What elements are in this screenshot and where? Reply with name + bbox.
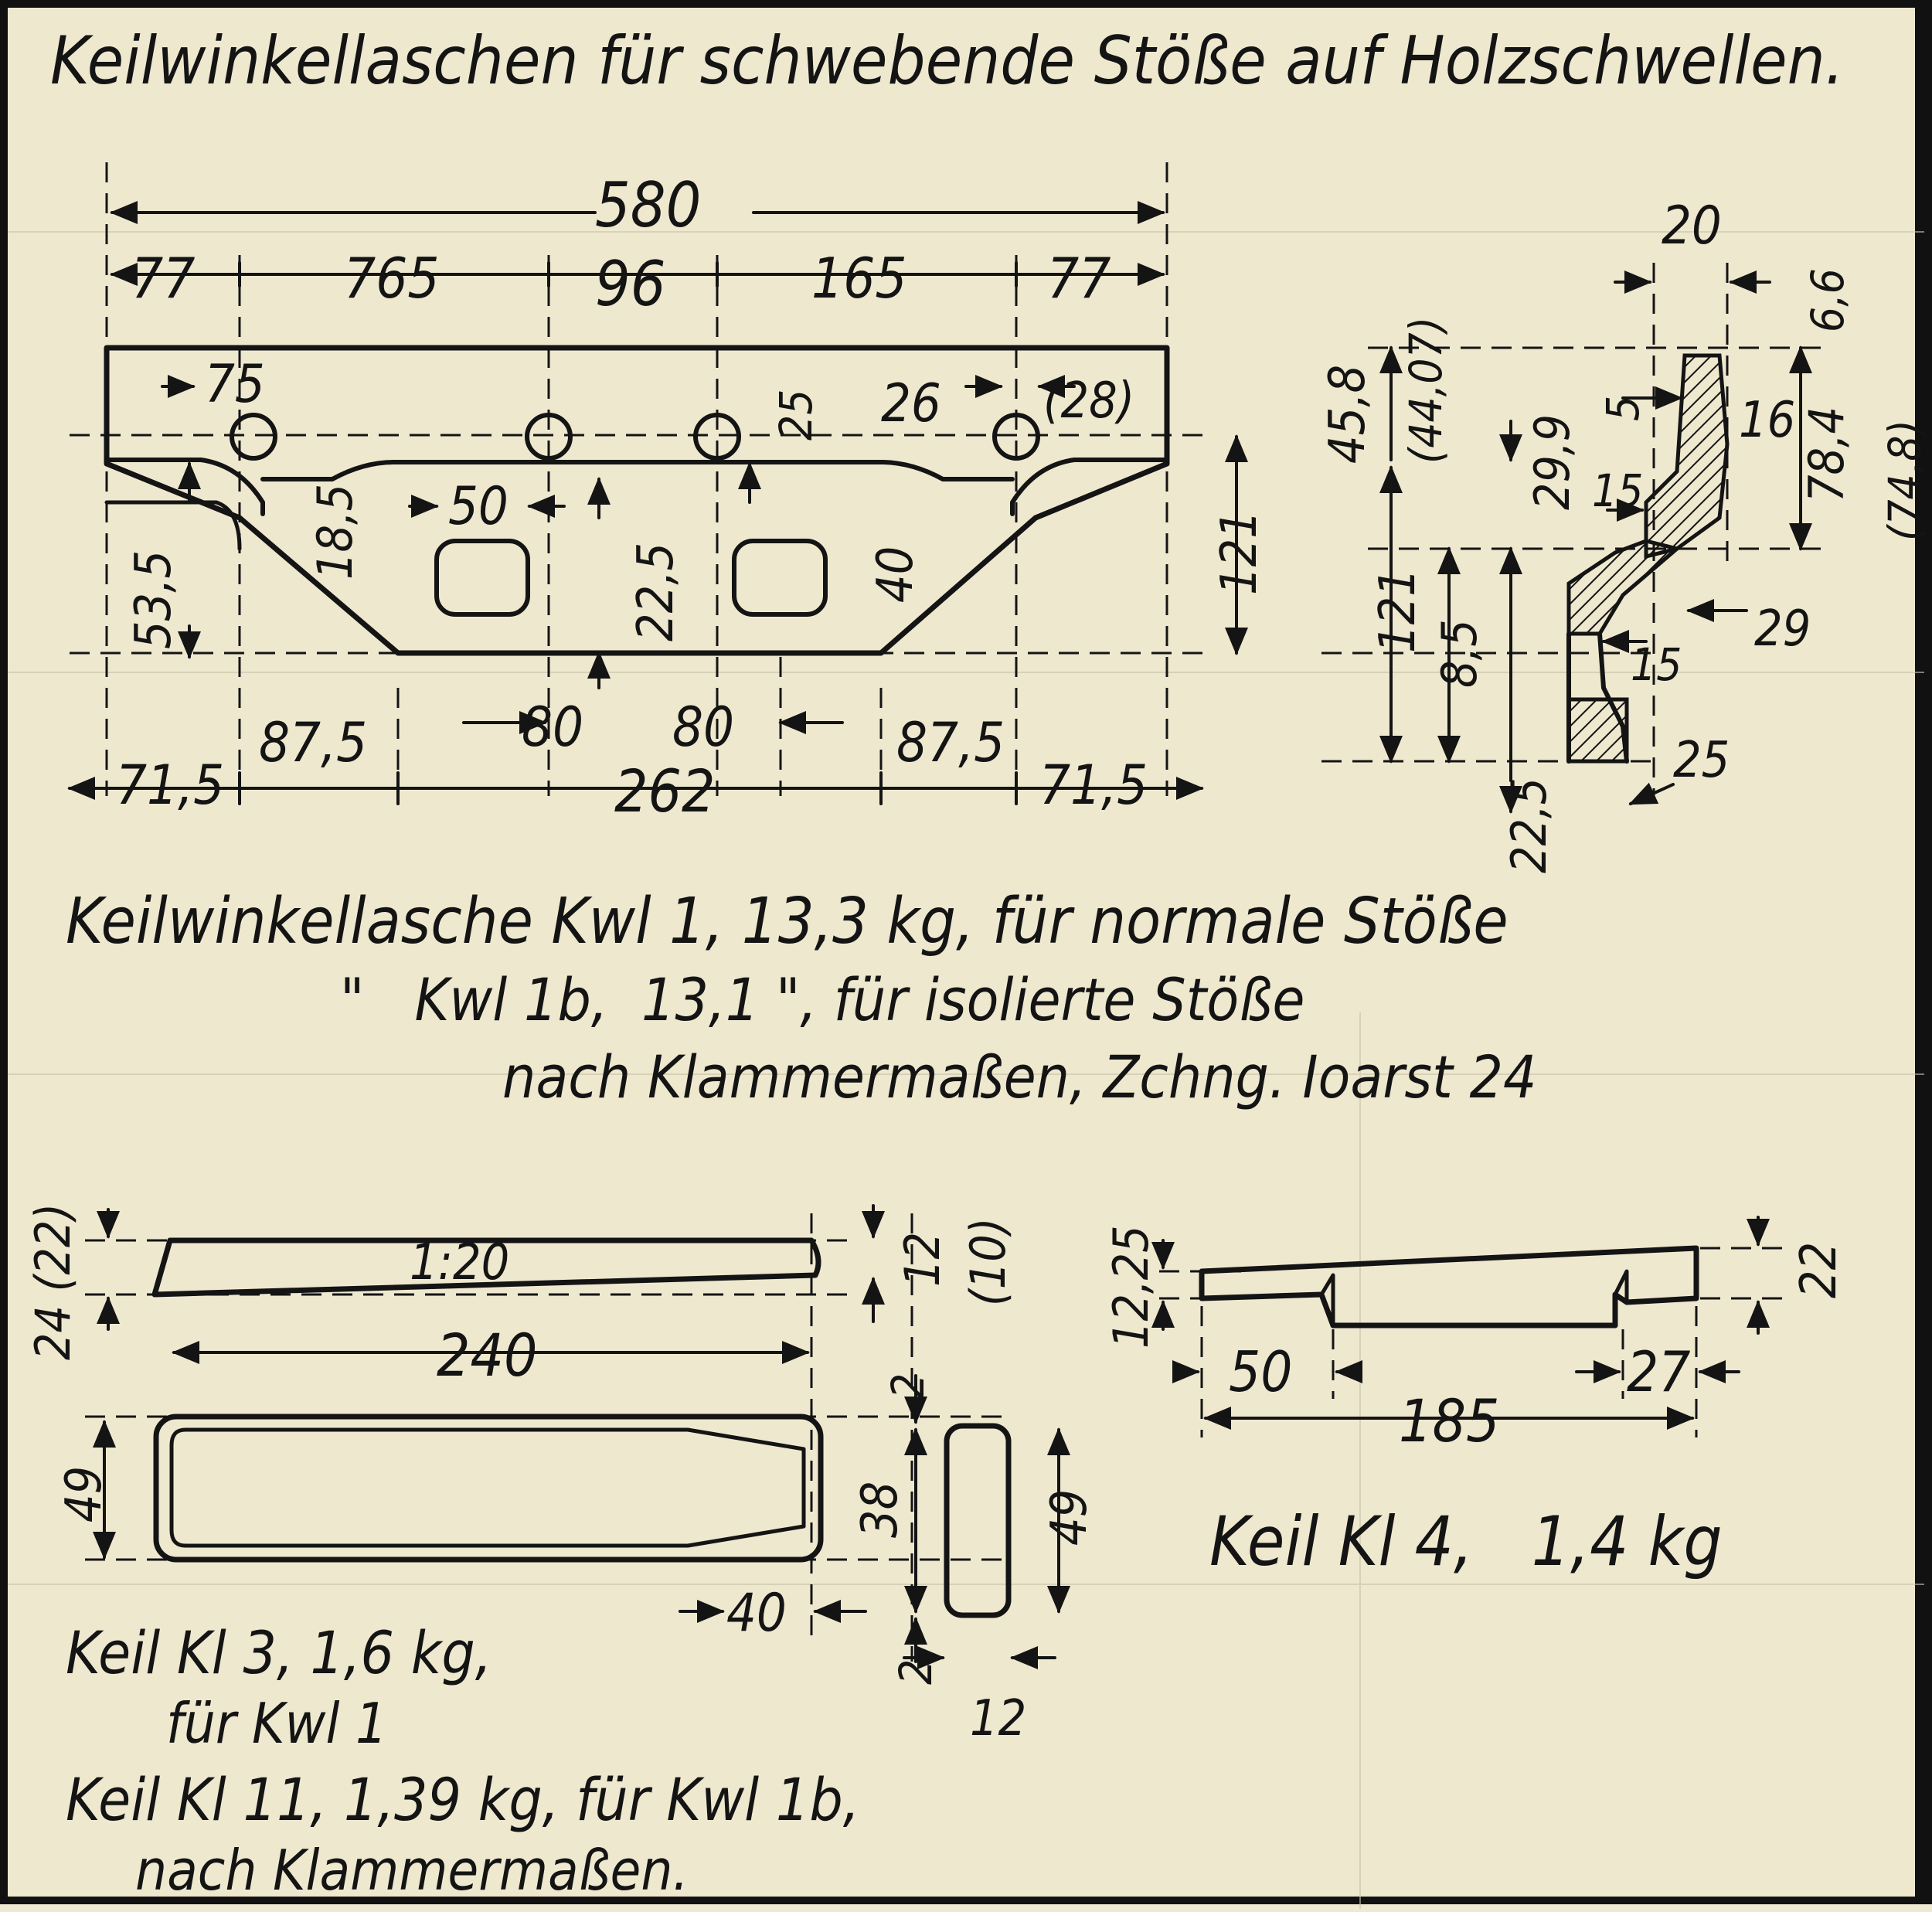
sec-dim-8-5: 8,5 [1431, 619, 1488, 688]
kwl-flange-line [104, 458, 1169, 516]
dim-hole-28: (28) [1043, 373, 1134, 430]
kl3-caption-line-2: für Kwl 1 [166, 1691, 387, 1756]
sec-dim-78-4: 78,4 [1798, 407, 1855, 502]
kl3-caption-line-1: Keil Kl 3, 1,6 kg, [66, 1618, 492, 1687]
dim-top-77-left: 77 [131, 246, 195, 311]
kl4-length: 185 [1399, 1386, 1499, 1455]
kl3-slope: 1:20 [410, 1234, 509, 1291]
dim-bottom-71-5-left: 71,5 [116, 754, 224, 817]
dim-bottom-80-left: 80 [522, 696, 583, 759]
kwl-elevation [67, 162, 1248, 805]
dim-height-121: 121 [1211, 510, 1268, 595]
sec-dim-29: 29 [1754, 600, 1811, 658]
sec-dim-121: 121 [1369, 568, 1427, 653]
kl3-caption-line-3: Keil Kl 11, 1,39 kg, für Kwl 1b, [66, 1765, 859, 1834]
kl3-caption-line-4: nach Klammermaßen. [135, 1838, 689, 1903]
dim-top-96: 96 [595, 248, 666, 320]
kl4-left-height: 12,25 [1103, 1225, 1159, 1349]
kl3-width: 49 [56, 1466, 113, 1522]
dim-top-77-right: 77 [1047, 246, 1111, 311]
section-web-hatch [1566, 539, 1682, 636]
kl3-caption: Keil Kl 3, 1,6 kg, für Kwl 1 Keil Kl 11,… [66, 1618, 859, 1903]
kwl-caption-line-1: Keilwinkellasche Kwl 1, 13,3 kg, für nor… [66, 885, 1509, 958]
dim-hole-26: 26 [881, 373, 941, 434]
dim-slot-50: 50 [448, 476, 509, 537]
dim-18-5: 18,5 [307, 484, 363, 580]
kl3-end-width: 12 [970, 1690, 1026, 1747]
kwl-caption-line-3: nach Klammermaßen, Zchng. Ioarst 24 [502, 1043, 1536, 1111]
sec-dim-74-8: (74,8) [1879, 420, 1931, 541]
bolt-hole-1 [230, 413, 277, 461]
kl4-right: 27 [1627, 1339, 1690, 1404]
kl3-dimension-labels: 1:20 240 24 (22) 12 (10) 49 40 2 38 49 2… [25, 1203, 1098, 1747]
kl4-wedge [1151, 1216, 1785, 1437]
dim-bottom-87-5-left: 87,5 [259, 711, 367, 774]
dim-580: 580 [595, 169, 701, 241]
kl3-gap-top: 2 [882, 1373, 934, 1399]
kl3-length: 240 [437, 1321, 537, 1390]
sec-dim-15-lower: 15 [1631, 638, 1682, 691]
kl3-height-left: 24 (22) [25, 1203, 81, 1360]
dim-bottom-262: 262 [614, 757, 715, 825]
sec-dim-25: 25 [1673, 732, 1730, 789]
sec-dim-45-8: 45,8 [1319, 365, 1376, 464]
kl3-height-right-alt: (10) [960, 1218, 1016, 1307]
kl3-end-view [944, 1423, 1012, 1618]
kl3-wedge [85, 1204, 1070, 1669]
dim-bottom-71-5-right: 71,5 [1039, 754, 1148, 817]
kl4-right-height: 22 [1791, 1242, 1848, 1298]
sec-dim-44-07: (44,07) [1400, 317, 1452, 464]
sec-dim-16: 16 [1739, 392, 1795, 449]
kwl-cross-section [1321, 263, 1832, 814]
slot-right [732, 539, 828, 617]
kl4-dimension-labels: 12,25 22 50 27 185 [1103, 1225, 1848, 1455]
dim-53-5: 53,5 [125, 550, 182, 649]
kl4-caption: Keil Kl 4, 1,4 kg [1209, 1502, 1723, 1581]
kl3-tip: 40 [726, 1583, 787, 1644]
slot-left [434, 539, 530, 617]
kwl-dimension-labels: 580 77 765 96 165 77 75 26 (28) 25 18,5 … [116, 169, 1268, 825]
kwl-caption-line-2: " Kwl 1b, 13,1 ", für isolierte Stöße [340, 965, 1304, 1034]
sec-dim-20: 20 [1662, 196, 1722, 257]
kl4-left: 50 [1229, 1339, 1292, 1404]
kl3-height-right: 12 [894, 1232, 951, 1287]
kwl-caption: Keilwinkellasche Kwl 1, 13,3 kg, für nor… [66, 885, 1536, 1111]
sec-dim-15-upper: 15 [1592, 464, 1643, 517]
dim-bottom-80-right: 80 [672, 696, 734, 759]
kl3-plan-outer [153, 1414, 824, 1563]
kl4-side-view [1199, 1245, 1699, 1329]
dim-hole-dia: 25 [770, 390, 822, 441]
sec-dim-5: 5 [1597, 396, 1649, 421]
sec-dim-6-6: 6,6 [1801, 268, 1854, 332]
sec-dim-29-9: 29,9 [1524, 414, 1580, 510]
kl4-notch [1319, 1269, 1629, 1328]
dim-bottom-87-5-right: 87,5 [896, 711, 1005, 774]
page-title: Keilwinkellaschen für schwebende Stöße a… [50, 22, 1844, 100]
sec-dim-22-5: 22,5 [1501, 777, 1557, 873]
kl3-inner: 38 [852, 1482, 909, 1538]
dim-22-5: 22,5 [628, 543, 685, 641]
dim-40: 40 [867, 546, 924, 603]
section-foot-hatch [1566, 697, 1629, 764]
kl3-gap-bottom: 2 [889, 1659, 942, 1685]
kl3-end-height: 49 [1041, 1489, 1098, 1546]
dim-top-165: 165 [811, 246, 907, 311]
kl3-plan-inner [169, 1427, 806, 1548]
section-upper-hatch [1644, 353, 1730, 560]
kwl-channel-line [260, 460, 1015, 481]
paper-grid [8, 231, 1924, 1909]
dim-top-765: 765 [344, 246, 440, 311]
section-dimension-labels: 20 6,6 45,8 (44,07) 5 16 29,9 15 78,4 (7… [1319, 196, 1931, 873]
technical-drawing: Keilwinkellaschen für schwebende Stöße a… [8, 22, 1931, 1909]
dim-hole-75: 75 [205, 354, 265, 415]
